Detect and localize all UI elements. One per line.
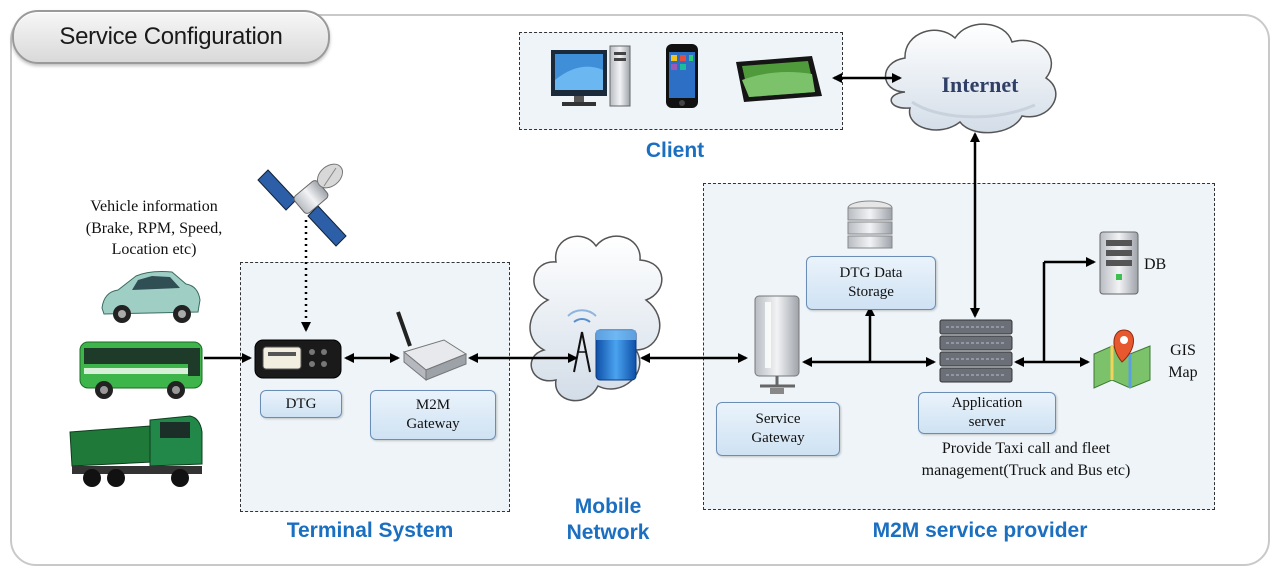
vehicle-info-line2: (Brake, RPM, Speed, <box>85 219 223 237</box>
provider-note: Provide Taxi call and fleet management(T… <box>866 438 1186 481</box>
gis-map-line1: GIS <box>1170 342 1196 359</box>
mobile-network-line1: Mobile <box>574 495 642 518</box>
mobile-network-label: Mobile Network <box>540 494 676 547</box>
server-gateway-icon <box>754 295 800 394</box>
provider-note-line2: management(Truck and Bus etc) <box>921 461 1131 479</box>
app-server-icon <box>939 319 1013 383</box>
vehicle-info-text: Vehicle information (Brake, RPM, Speed, … <box>44 196 264 261</box>
router-icon <box>396 311 468 382</box>
m2m-service-provider-label: M2M service provider <box>872 519 1088 542</box>
tablet-icon <box>736 56 822 102</box>
vehicle-info-line3: Location etc) <box>111 241 197 259</box>
service-gateway-line1: Service <box>755 411 801 428</box>
dtg-label: DTG <box>260 390 342 418</box>
mobile-network-line2: Network <box>566 521 650 545</box>
truck-icon <box>69 415 203 487</box>
provider-note-line1: Provide Taxi call and fleet <box>941 440 1111 457</box>
db-label: DB <box>1144 256 1167 273</box>
bus-icon <box>79 341 203 399</box>
vehicle-info-line1: Vehicle information <box>90 198 218 215</box>
satellite-icon <box>257 163 347 247</box>
app-server-line2: server <box>968 414 1006 430</box>
m2m-gateway-label: M2M Gateway <box>370 390 496 440</box>
cloud-icon <box>884 23 1057 134</box>
diagram-title: Service Configuration <box>12 10 330 64</box>
smartphone-icon <box>666 44 698 108</box>
dtg-data-storage-label: DTG Data Storage <box>806 256 936 310</box>
car-icon <box>101 271 201 323</box>
storage-line2: Storage <box>848 284 894 300</box>
m2m-gateway-line2: Gateway <box>406 416 460 432</box>
client-label: Client <box>645 139 705 162</box>
cell-tower-icon <box>567 309 637 381</box>
app-server-line1: Application <box>951 395 1023 412</box>
service-gateway-line2: Gateway <box>751 430 805 446</box>
service-gateway-label: Service Gateway <box>716 402 840 456</box>
dtg-label-text: DTG <box>285 395 317 412</box>
storage-line1: DTG Data <box>839 265 903 282</box>
database-icon <box>847 200 893 249</box>
desktop-icon <box>551 45 631 107</box>
gis-map-label: GIS Map <box>1158 340 1208 383</box>
db-server-icon <box>1099 231 1139 295</box>
application-server-label: Application server <box>918 392 1056 434</box>
gis-map-line2: Map <box>1168 363 1198 381</box>
diagram-title-text: Service Configuration <box>59 23 283 50</box>
terminal-group-box <box>240 262 510 512</box>
terminal-system-label: Terminal System <box>286 519 454 542</box>
internet-label: Internet <box>941 72 1019 97</box>
dtg-device-icon <box>254 339 342 379</box>
gis-map-icon <box>1093 329 1151 389</box>
m2m-gateway-line1: M2M <box>415 397 451 414</box>
